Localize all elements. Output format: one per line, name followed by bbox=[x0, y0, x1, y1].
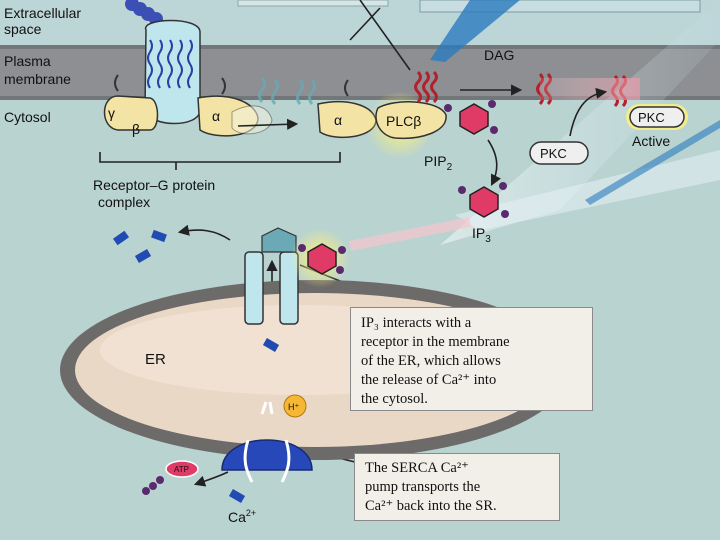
pkc-active-box bbox=[629, 106, 685, 128]
ip3-callout-line-3: of the ER, which allows bbox=[361, 353, 501, 369]
pip2-molecule bbox=[444, 100, 498, 135]
label-pkc-active: PKC bbox=[638, 110, 665, 125]
label-pkc-inactive: PKC bbox=[540, 146, 567, 161]
ip3-callout: IP₃ interacts with a receptor in the mem… bbox=[350, 307, 593, 411]
label-receptor-g-protein: Receptor–G protein bbox=[93, 177, 215, 193]
label-active: Active bbox=[632, 133, 670, 149]
label-atp: ATP bbox=[174, 465, 189, 474]
label-membrane: membrane bbox=[4, 71, 71, 87]
alpha-transition-ghost bbox=[231, 105, 273, 135]
top-callout-pointer bbox=[359, 0, 411, 71]
atp-arrow bbox=[193, 471, 229, 487]
blue-streak bbox=[430, 0, 520, 62]
label-calcium: Ca2+ bbox=[228, 508, 256, 525]
label-plasma: Plasma bbox=[4, 53, 51, 69]
phosphate-chain bbox=[142, 476, 164, 495]
serca-callout: The SERCA Ca²⁺ pump transports the Ca²⁺ … bbox=[354, 453, 560, 521]
ip3-receptor-channel bbox=[244, 227, 350, 325]
label-cytosol: Cytosol bbox=[4, 109, 51, 125]
membrane-inner-edge bbox=[0, 96, 720, 100]
label-alpha-bound: α bbox=[212, 108, 220, 124]
dag-diffusion-glow bbox=[540, 78, 640, 100]
label-extracellular: Extracellular bbox=[4, 5, 81, 21]
label-h-plus: H⁺ bbox=[288, 402, 299, 412]
ip3-callout-line-5: the cytosol. bbox=[361, 391, 428, 407]
label-beta: β bbox=[132, 121, 140, 137]
ip3-callout-line-4: the release of Ca²⁺ into bbox=[361, 372, 497, 388]
blue-streak-2 bbox=[585, 120, 720, 205]
atp-molecule bbox=[165, 460, 199, 478]
label-gamma: γ bbox=[108, 105, 115, 121]
serca-callout-line-2: pump transports the bbox=[365, 479, 481, 495]
light-beam-upper bbox=[440, 0, 720, 245]
complex-bracket bbox=[99, 152, 341, 170]
label-complex: complex bbox=[98, 194, 150, 210]
light-beam-middle bbox=[455, 150, 720, 230]
membrane-outer-edge bbox=[0, 45, 720, 49]
lipid-anchors bbox=[258, 77, 316, 105]
ip3-callout-line-2: receptor in the membrane bbox=[361, 334, 510, 350]
plc-beta-enzyme bbox=[375, 101, 447, 140]
label-pip2: PIP2 bbox=[424, 153, 453, 173]
serca-pump bbox=[221, 401, 313, 483]
top-callout-leader bbox=[349, 7, 381, 41]
serca-callout-line-1: The SERCA Ca²⁺ bbox=[365, 460, 469, 476]
h-plus-ion bbox=[283, 394, 307, 418]
ip3-cytosol-molecule bbox=[458, 182, 509, 218]
serca-callout-line-3: Ca²⁺ back into the SR. bbox=[365, 498, 497, 514]
pkc-activation-arrow bbox=[569, 87, 608, 137]
pip2-to-ip3-arrow bbox=[487, 139, 502, 187]
label-dag: DAG bbox=[484, 47, 514, 63]
label-plc-beta: PLCβ bbox=[386, 113, 421, 129]
label-alpha-active: α bbox=[334, 112, 342, 128]
top-inset-panel bbox=[419, 0, 701, 13]
calcium-ions bbox=[112, 229, 280, 503]
calcium-release-arrow bbox=[177, 224, 231, 241]
label-er: ER bbox=[145, 351, 166, 368]
label-space: space bbox=[4, 21, 42, 37]
alpha-anchor bbox=[344, 79, 349, 97]
top-callout-edge bbox=[237, 0, 389, 7]
ip3-motion-trail bbox=[349, 217, 471, 251]
ip3-callout-line-1: IP₃ interacts with a bbox=[361, 315, 472, 331]
alpha-activation-arrow bbox=[237, 118, 299, 130]
label-ip3: IP3 bbox=[472, 225, 491, 245]
pkc-inactive-box bbox=[529, 141, 589, 165]
